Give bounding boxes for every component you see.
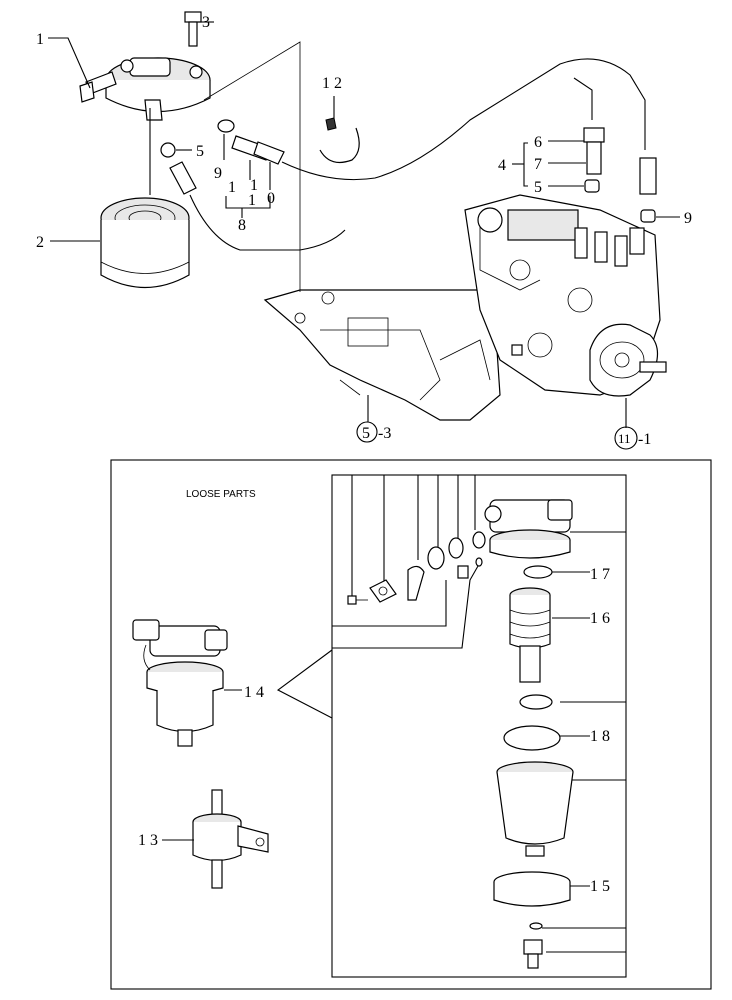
callout-7: 7 xyxy=(534,156,542,173)
svg-text:5: 5 xyxy=(362,425,370,442)
oring-18 xyxy=(503,725,561,751)
fuel-filter-head xyxy=(79,57,211,121)
callout-16: 1 6 xyxy=(590,610,610,627)
filter-head-exploded xyxy=(484,499,573,559)
clamp-9-left xyxy=(217,119,235,133)
exploded-view-frame xyxy=(331,474,627,978)
loose-parts-title: LOOSE PARTS xyxy=(186,489,256,500)
intake-manifold-bracket xyxy=(203,41,501,421)
drain-plug xyxy=(523,939,543,969)
oring-drain xyxy=(529,922,543,930)
callout-5b: 5 xyxy=(534,179,542,196)
loose-parts-frame xyxy=(110,459,712,990)
seal-ring xyxy=(519,694,553,710)
callout-2: 2 xyxy=(36,234,44,251)
hose-10 xyxy=(231,135,285,165)
filter-assembly-14 xyxy=(132,619,228,747)
gasket-plate xyxy=(369,579,397,603)
clamp-9-right xyxy=(640,209,656,223)
leader-group-left xyxy=(351,475,476,598)
clamp-5-left xyxy=(160,142,176,158)
callout-14: 1 4 xyxy=(244,684,264,701)
callout-5: 5 xyxy=(196,143,204,160)
callout-11b: 1 xyxy=(250,177,258,194)
hose-right xyxy=(639,157,657,195)
oring-17 xyxy=(523,565,553,579)
ring-medium xyxy=(448,537,464,559)
svg-text:-1: -1 xyxy=(638,431,651,448)
callout-8: 8 xyxy=(238,217,246,234)
filter-bowl xyxy=(496,761,574,857)
callout-9b: 9 xyxy=(684,210,692,227)
callout-9: 9 xyxy=(214,165,222,182)
bolt-small xyxy=(457,565,469,579)
svg-text:11: 11 xyxy=(618,431,631,446)
callout-17: 1 7 xyxy=(590,566,610,583)
callout-10a: 1 xyxy=(248,192,256,209)
callout-15: 1 5 xyxy=(590,878,610,895)
component-13 xyxy=(192,789,269,889)
bolt-3 xyxy=(184,11,202,47)
screw-small xyxy=(347,595,368,605)
svg-text:-3: -3 xyxy=(378,425,391,442)
hose-piece-left xyxy=(169,161,197,195)
callout-1: 1 xyxy=(36,31,44,48)
hose-6-7 xyxy=(583,127,605,175)
callout-4: 4 xyxy=(498,157,506,174)
oring-tiny xyxy=(475,557,483,567)
callout-18: 1 8 xyxy=(590,728,610,745)
callout-13: 1 3 xyxy=(138,832,158,849)
ref-5-3: 5 -3 xyxy=(356,421,391,443)
ring-nut-15 xyxy=(493,871,571,907)
ref-11-1: 11 -1 xyxy=(614,426,651,450)
fitting-small xyxy=(472,531,486,549)
callout-10b: 0 xyxy=(267,190,275,207)
clamp-5-right xyxy=(584,179,600,193)
lever-part xyxy=(407,565,425,601)
filter-element-2 xyxy=(100,197,190,289)
ring-large xyxy=(427,546,445,570)
filter-element-16 xyxy=(509,587,551,683)
hose-clamp-12 xyxy=(319,117,360,163)
callout-12: 1 2 xyxy=(322,75,342,92)
injection-pump xyxy=(464,194,667,397)
callout-6: 6 xyxy=(534,134,542,151)
callout-11a: 1 xyxy=(228,179,236,196)
